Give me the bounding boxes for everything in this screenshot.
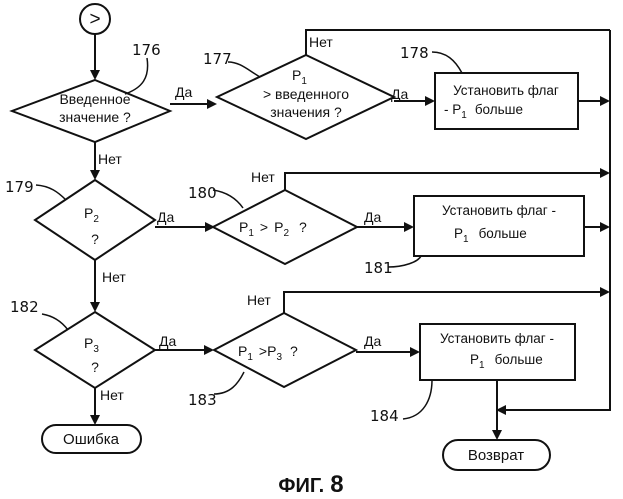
edge-180-no-label: Нет	[251, 169, 275, 185]
ref-176: 176	[132, 41, 161, 59]
leader-176	[125, 58, 148, 94]
ref-177: 177	[203, 50, 232, 68]
decision-177-line3: значения ?	[270, 104, 342, 120]
edge-182-yes: Да	[159, 333, 176, 349]
decision-182-line2: ?	[91, 359, 99, 375]
leader-184	[403, 380, 432, 419]
edge-177-no	[306, 30, 610, 55]
edge-183-no-label: Нет	[247, 292, 271, 308]
edge-176-no: Нет	[98, 151, 122, 167]
ref-183: 183	[188, 391, 217, 409]
action-181-line1: Установить флаг -	[442, 203, 556, 218]
edge-179-yes: Да	[157, 209, 174, 225]
edge-183-yes: Да	[364, 333, 381, 349]
ref-184: 184	[370, 407, 399, 425]
leader-177	[228, 62, 260, 77]
edge-182-no: Нет	[100, 387, 124, 403]
terminal-return-label: Возврат	[468, 447, 524, 464]
figure-caption: ФИГ.8	[278, 471, 343, 498]
decision-176-line2: значение ?	[59, 109, 131, 125]
ref-178: 178	[400, 44, 429, 62]
leader-183	[214, 372, 244, 394]
action-178	[435, 73, 578, 129]
decision-180	[213, 190, 357, 264]
action-178-line1: Установить флаг	[453, 83, 559, 98]
ref-182: 182	[10, 298, 39, 316]
ref-179: 179	[5, 178, 34, 196]
action-184-line1: Установить флаг -	[440, 331, 554, 346]
decision-179-line2: ?	[91, 231, 99, 247]
start-symbol: >	[89, 9, 100, 30]
decision-176-line1: Введенное	[59, 91, 130, 107]
leader-178	[432, 52, 462, 73]
edge-177-no-label: Нет	[309, 34, 333, 50]
leader-182	[42, 314, 68, 330]
edge-180-yes: Да	[364, 209, 381, 225]
edge-179-no: Нет	[102, 269, 126, 285]
decision-177-line2: > введенного	[263, 86, 349, 102]
edge-177-yes: Да	[391, 86, 408, 102]
ref-180: 180	[188, 184, 217, 202]
leader-180	[213, 190, 243, 208]
terminal-error-label: Ошибка	[63, 431, 120, 448]
edge-176-yes: Да	[175, 84, 192, 100]
ref-181: 181	[364, 259, 393, 277]
leader-179	[36, 185, 66, 200]
decision-183	[214, 313, 356, 387]
edge-183-no	[284, 292, 602, 313]
edge-180-no	[285, 173, 602, 190]
leader-181	[388, 256, 421, 267]
